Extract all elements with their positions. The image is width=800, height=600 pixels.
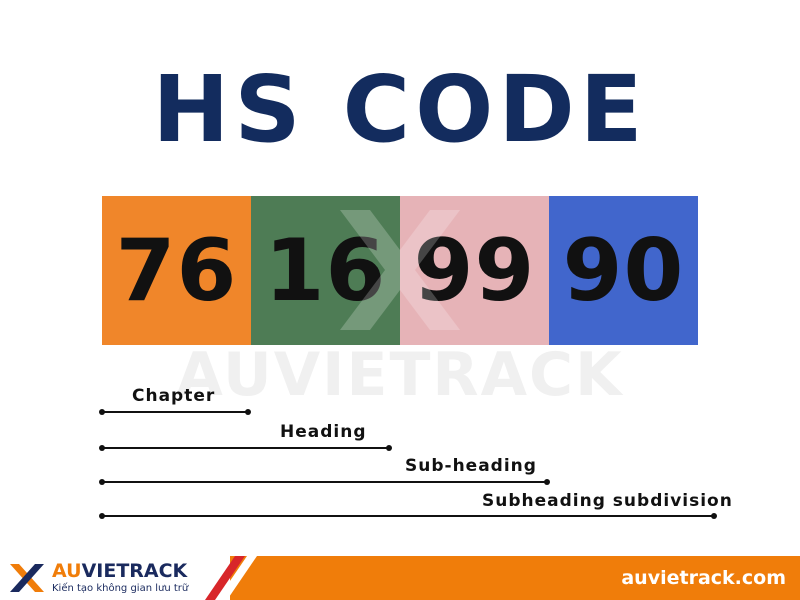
level-line-start-dot bbox=[99, 479, 105, 485]
level-line-chapter bbox=[102, 411, 248, 413]
subheading-digits-block: 99 bbox=[400, 196, 549, 345]
footer-website-link[interactable]: auvietrack.com bbox=[621, 567, 786, 589]
page-title: HS CODE bbox=[152, 56, 648, 163]
level-line-end-dot bbox=[711, 513, 717, 519]
level-label-chapter: Chapter bbox=[132, 386, 216, 406]
level-line-start-dot bbox=[99, 409, 105, 415]
subdivision-digits-block: 90 bbox=[549, 196, 698, 345]
footer-stripes-decoration bbox=[205, 556, 257, 600]
level-line-subheading bbox=[102, 481, 547, 483]
level-line-start-dot bbox=[99, 445, 105, 451]
level-label-subdivision: Subheading subdivision bbox=[482, 491, 733, 511]
level-line-heading bbox=[102, 447, 389, 449]
level-line-end-dot bbox=[245, 409, 251, 415]
footer-logo-panel: AUVIETRACK Kiến tạo không gian lưu trữ bbox=[0, 556, 230, 600]
level-line-end-dot bbox=[386, 445, 392, 451]
level-line-subdivision bbox=[102, 515, 714, 517]
hs-code-blocks: 76 16 99 90 bbox=[102, 196, 698, 345]
watermark-text: AUVIETRACK bbox=[176, 340, 624, 410]
level-line-end-dot bbox=[544, 479, 550, 485]
brand-tagline: Kiến tạo không gian lưu trữ bbox=[52, 583, 189, 594]
brand-logo-icon bbox=[10, 564, 44, 592]
level-line-start-dot bbox=[99, 513, 105, 519]
chapter-digits-block: 76 bbox=[102, 196, 251, 345]
footer-bar: AUVIETRACK Kiến tạo không gian lưu trữ a… bbox=[0, 556, 800, 600]
heading-digits-block: 16 bbox=[251, 196, 400, 345]
brand-name: AUVIETRACK bbox=[52, 560, 188, 582]
watermark-logo-icon bbox=[340, 210, 460, 330]
level-label-subheading: Sub-heading bbox=[405, 456, 537, 476]
level-label-heading: Heading bbox=[280, 422, 367, 442]
